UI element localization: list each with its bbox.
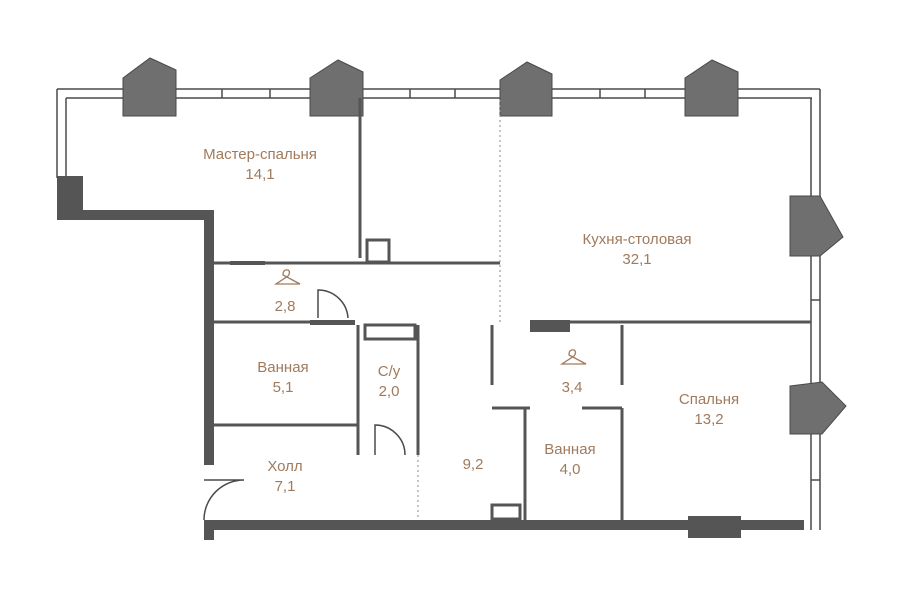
shaft-fills: [230, 261, 570, 332]
shaft-1: [365, 238, 391, 264]
zone-separators: [417, 100, 501, 520]
room-name: Кухня-столовая: [582, 231, 692, 248]
window-bay-right-1: [789, 195, 844, 257]
room-area: 7,1: [274, 478, 296, 495]
shaft-2: [363, 323, 417, 341]
room-wardrobe-2: 3,4: [562, 378, 583, 398]
shafts: [363, 238, 522, 521]
room-area: 4,0: [559, 461, 581, 478]
window-bays: [122, 57, 847, 435]
hanger-icon: [273, 269, 587, 365]
room-name: Ванная: [544, 441, 596, 458]
room-bedroom: Спальня 13,2: [679, 390, 739, 430]
solid-walls: [57, 176, 804, 540]
room-area: 5,1: [272, 379, 294, 396]
room-area: 9,2: [462, 456, 484, 473]
room-name: Спальня: [678, 391, 740, 408]
room-master-bedroom: Мастер-спальня 14,1: [203, 145, 317, 185]
room-name: Ванная: [257, 359, 309, 376]
door-entry-swing: [203, 479, 245, 521]
room-name: Мастер-спальня: [203, 146, 317, 163]
window-bay-right-2: [789, 381, 847, 435]
room-kitchen-dining: Кухня-столовая 32,1: [583, 230, 692, 270]
room-name: С/у: [377, 363, 401, 380]
room-area: 14,1: [245, 166, 275, 183]
window-bay-3: [499, 61, 553, 117]
room-bathroom-1: Ванная 5,1: [257, 358, 308, 398]
interior-walls: [214, 98, 811, 520]
left-thick-wall-vertical: [204, 210, 214, 465]
entry-jamb: [204, 520, 214, 540]
shaft-3: [490, 503, 522, 521]
door-slab: [310, 320, 355, 325]
room-wardrobe-1: 2,8: [275, 297, 296, 317]
window-bay-4: [684, 59, 739, 117]
exterior-walls: [56, 88, 821, 530]
room-corridor: 9,2: [463, 455, 484, 475]
bottom-thick-wall: [204, 520, 804, 530]
room-area: 2,8: [274, 298, 296, 315]
window-bay-1: [122, 57, 177, 117]
hanger-icon: [559, 349, 587, 365]
door-toilet-swing: [374, 424, 406, 456]
hanger-icon: [273, 269, 301, 285]
room-bathroom-2: Ванная 4,0: [544, 440, 595, 480]
window-frames: [221, 89, 820, 481]
room-area: 13,2: [694, 411, 724, 428]
door-wardrobe-swing: [317, 289, 349, 319]
left-thick-wall-horizontal: [57, 210, 214, 220]
door-slab: [230, 261, 265, 265]
kitchen-counter: [530, 320, 570, 332]
room-name: Холл: [267, 458, 303, 475]
window-bay-2: [309, 59, 364, 117]
room-area: 32,1: [622, 251, 652, 268]
left-block: [57, 176, 83, 212]
room-area: 2,0: [378, 383, 400, 400]
room-toilet: С/у 2,0: [378, 362, 401, 402]
doors: [203, 289, 406, 521]
room-area: 3,4: [561, 379, 583, 396]
bottom-right-block: [688, 516, 741, 538]
room-hall: Холл 7,1: [267, 457, 302, 497]
